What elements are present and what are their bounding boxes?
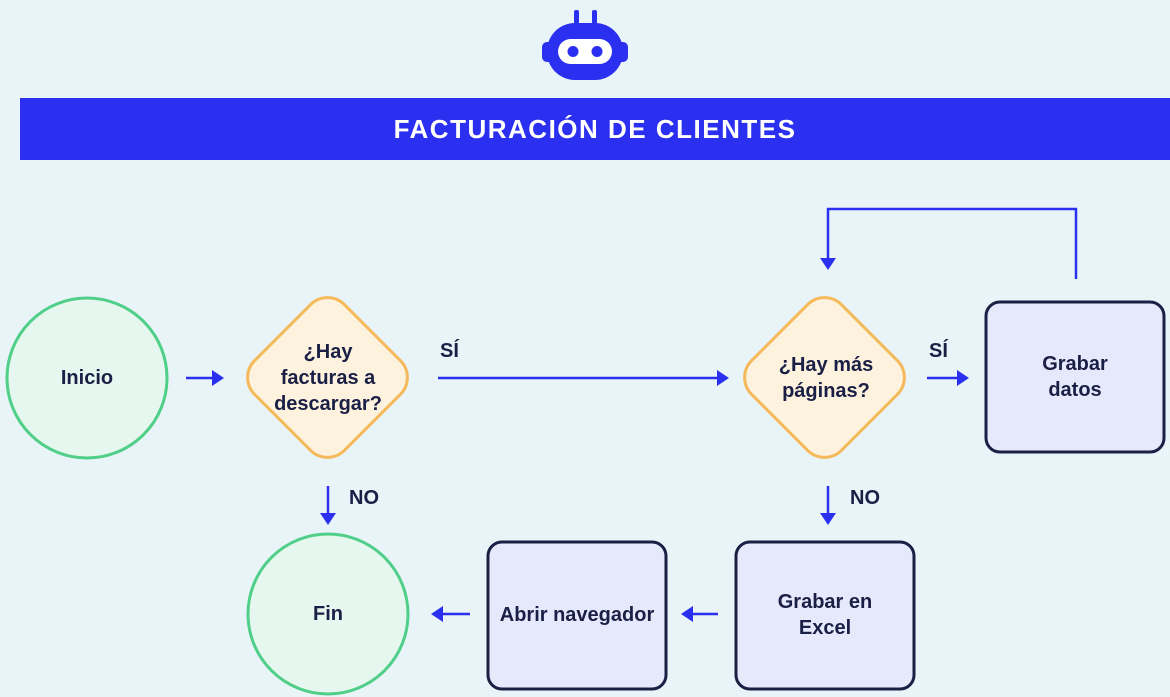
grabar-excel-label: Grabar en Excel	[777, 591, 873, 639]
si-label-1: SÍ	[440, 340, 459, 362]
robot-head-icon	[542, 10, 628, 80]
page-title: FACTURACIÓN DE CLIENTES	[393, 113, 797, 144]
abrir-navegador-node	[486, 540, 668, 691]
arrowhead-right	[957, 370, 969, 386]
abrir-navegador-label: Abrir navegador	[499, 604, 655, 626]
inicio-node	[5, 296, 169, 460]
grabar-excel-node	[734, 540, 916, 691]
inicio-label: Inicio	[60, 367, 114, 389]
fin-node	[246, 532, 410, 696]
decision-paginas-label: ¿Hay más páginas?	[778, 354, 874, 402]
decision-paginas-node	[743, 296, 906, 459]
no-label-2: NO	[850, 487, 880, 509]
arrowhead-down	[820, 513, 836, 525]
arrowhead-left	[431, 606, 443, 622]
decision-facturas-label: ¿Hay facturas a descargar?	[274, 341, 382, 415]
title-banner: FACTURACIÓN DE CLIENTES	[20, 98, 1170, 160]
loop-back-connector	[826, 207, 1078, 279]
arrowhead-down	[820, 258, 836, 270]
arrowhead-left	[681, 606, 693, 622]
arrowhead-right	[717, 370, 729, 386]
fin-label: Fin	[313, 603, 343, 625]
si-label-2: SÍ	[929, 340, 948, 362]
arrowhead-down	[320, 513, 336, 525]
arrowhead-right	[212, 370, 224, 386]
grabar-datos-label: Grabar datos	[1042, 353, 1108, 401]
decision-facturas-node	[246, 296, 409, 459]
grabar-datos-node	[984, 300, 1166, 454]
no-label-1: NO	[349, 487, 379, 509]
